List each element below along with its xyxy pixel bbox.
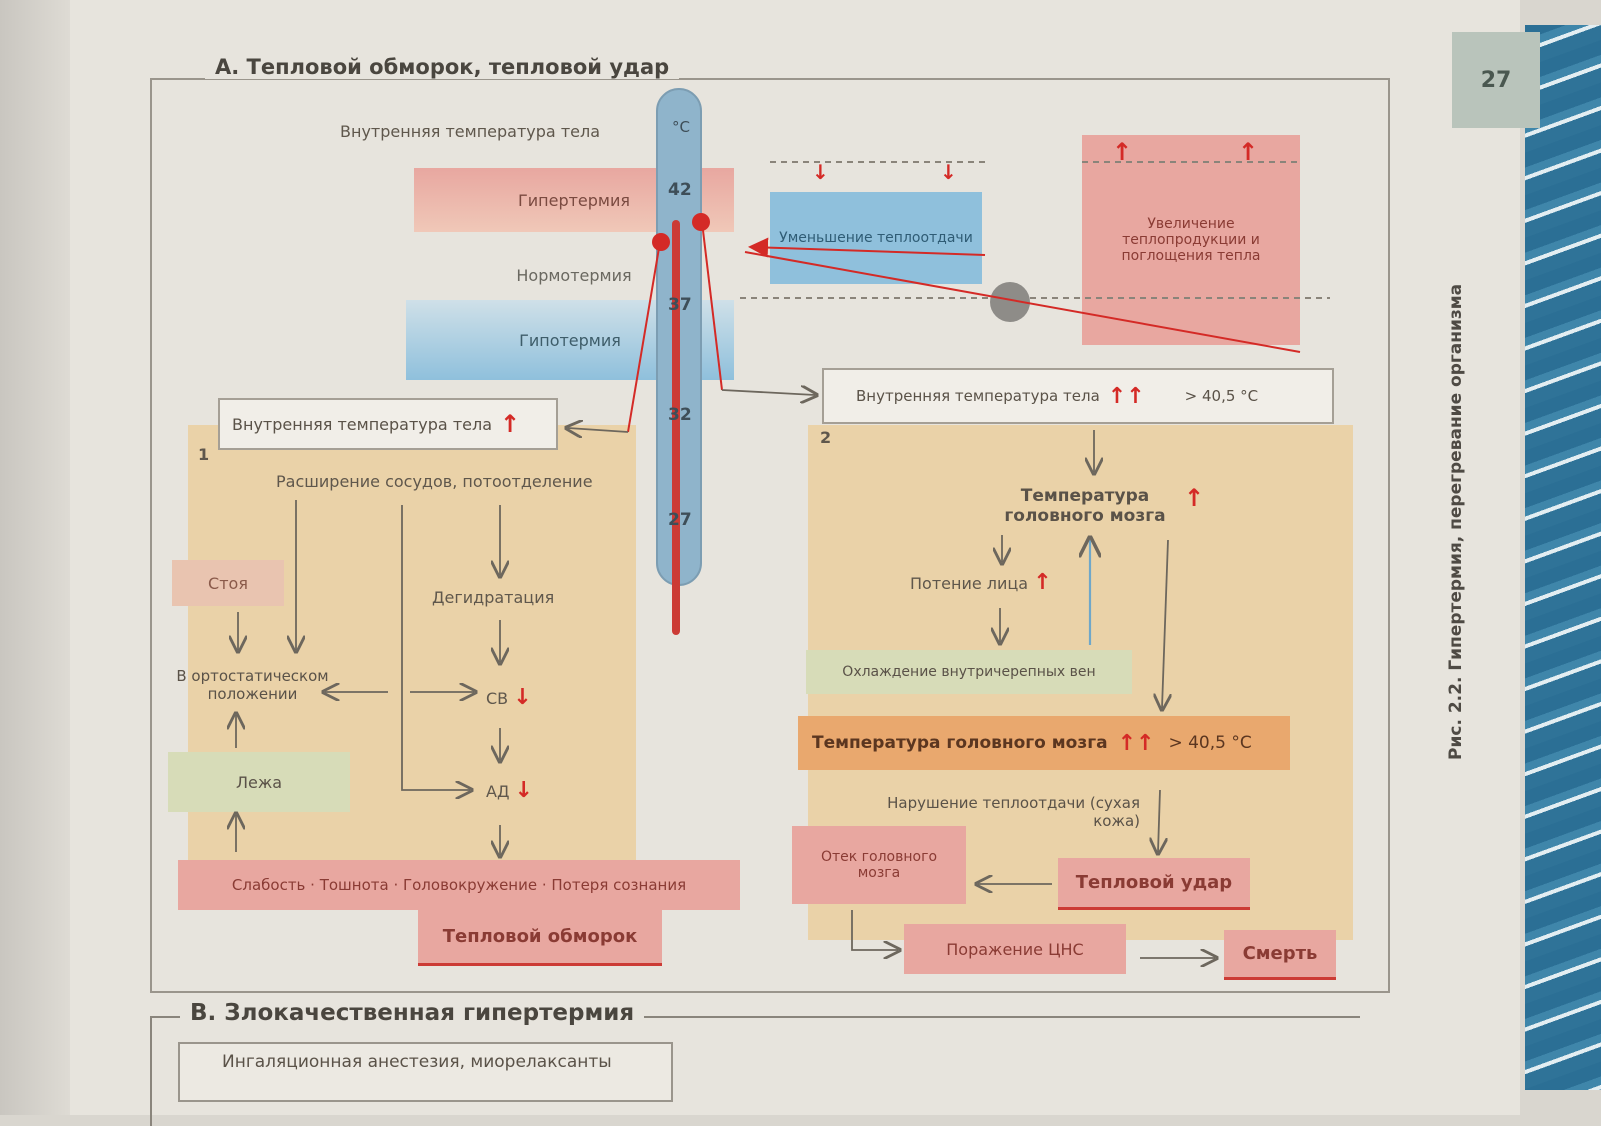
vasodilation-label: Расширение сосудов, потоотделение <box>276 472 593 491</box>
vein-cooling-box: Охлаждение внутричерепных вен <box>806 650 1132 694</box>
heat-loss-impaired-label: Нарушение теплоотдачи (сухая кожа) <box>887 794 1140 830</box>
section-a-frame <box>150 78 1390 993</box>
anesthesia-box: Ингаляционная анестезия, миорелаксанты <box>178 1042 673 1102</box>
left-core-temp-box: Внутренняя температура тела ↑ <box>218 398 558 450</box>
core-temp-label: Внутренняя температура тела <box>340 122 601 141</box>
branch-number: 2 <box>820 428 832 447</box>
cns-damage-box: Поражение ЦНС <box>904 924 1126 974</box>
section-b-rule <box>150 1016 1360 1018</box>
arrow-up-icon: ↑ <box>500 410 521 438</box>
right-core-temp-label: Внутренняя температура тела <box>856 387 1100 405</box>
thermometer-tick: °C <box>672 118 690 136</box>
marker-dot <box>692 213 710 231</box>
thermometer-tick: 37 <box>668 295 692 315</box>
section-b-title: B. Злокачественная гипертермия <box>180 1000 645 1026</box>
sv-label: СВ <box>486 689 509 708</box>
right-core-temp-box: Внутренняя температура тела ↑↑ > 40,5 °C <box>822 368 1334 424</box>
arrow-down-icon: ↓ <box>812 160 829 184</box>
section-a-title: А. Тепловой обморок, тепловой удар <box>205 55 680 79</box>
brain-temp-value: > 40,5 °C <box>1168 733 1252 753</box>
arrow-down-icon: ↓ <box>513 685 532 710</box>
brain-temp-high-box: Температура головного мозга ↑↑ > 40,5 °C <box>798 716 1290 770</box>
page-number: 27 <box>1452 32 1540 128</box>
death-box: Смерть <box>1224 930 1336 980</box>
left-core-temp-label: Внутренняя температура тела <box>232 414 493 434</box>
lying-box: Лежа <box>168 752 350 812</box>
double-arrow-up-icon: ↑↑ <box>1117 730 1155 756</box>
dehydration-label: Дегидратация <box>432 588 555 607</box>
face-sweating-label: Потение лица ↑ <box>910 570 1052 595</box>
cardiac-output-label: СВ ↓ <box>486 685 532 710</box>
face-sweating-text: Потение лица <box>910 574 1029 593</box>
brain-temp-label: Температура головного мозга <box>1004 486 1166 526</box>
thermometer-tick: 42 <box>668 180 692 200</box>
orthostatic-label: В ортостатическом положении <box>176 667 329 703</box>
brain-temp-high-label: Температура головного мозга <box>812 733 1108 753</box>
standing-box: Стоя <box>172 560 284 606</box>
thermometer-tick: 27 <box>668 510 692 530</box>
ad-label: АД <box>486 782 510 801</box>
heat-production-box: Увеличение теплопродукции и поглощения т… <box>1082 135 1300 345</box>
arrow-up-icon: ↑ <box>1184 484 1205 512</box>
section-b-frame <box>150 1016 1362 1126</box>
arrow-down-icon: ↓ <box>940 160 957 184</box>
brain-edema-box: Отек головного мозга <box>792 826 966 904</box>
arrow-up-icon: ↑ <box>1238 138 1259 166</box>
arrow-up-icon: ↑ <box>1112 138 1133 166</box>
page-edge-decoration <box>1525 25 1601 1090</box>
core-temp-value: > 40,5 °C <box>1184 387 1259 405</box>
normothermia-zone: Нормотермия <box>516 265 632 285</box>
arrow-up-icon: ↑ <box>1033 570 1052 595</box>
symptoms-box: Слабость · Тошнота · Головокружение · По… <box>178 860 740 910</box>
book-spine <box>0 0 70 1115</box>
marker-dot <box>652 233 670 251</box>
heat-loss-decrease-box: Уменьшение теплоотдачи <box>770 192 982 284</box>
blood-pressure-label: АД ↓ <box>486 778 533 803</box>
branch-number: 1 <box>198 445 210 464</box>
heat-syncope-box: Тепловой обморок <box>418 910 662 966</box>
thermometer-tick: 32 <box>668 405 692 425</box>
arrow-down-icon: ↓ <box>514 778 533 803</box>
thermometer-mercury <box>672 220 680 635</box>
heat-stroke-box: Тепловой удар <box>1058 858 1250 910</box>
double-arrow-up-icon: ↑↑ <box>1107 383 1145 409</box>
